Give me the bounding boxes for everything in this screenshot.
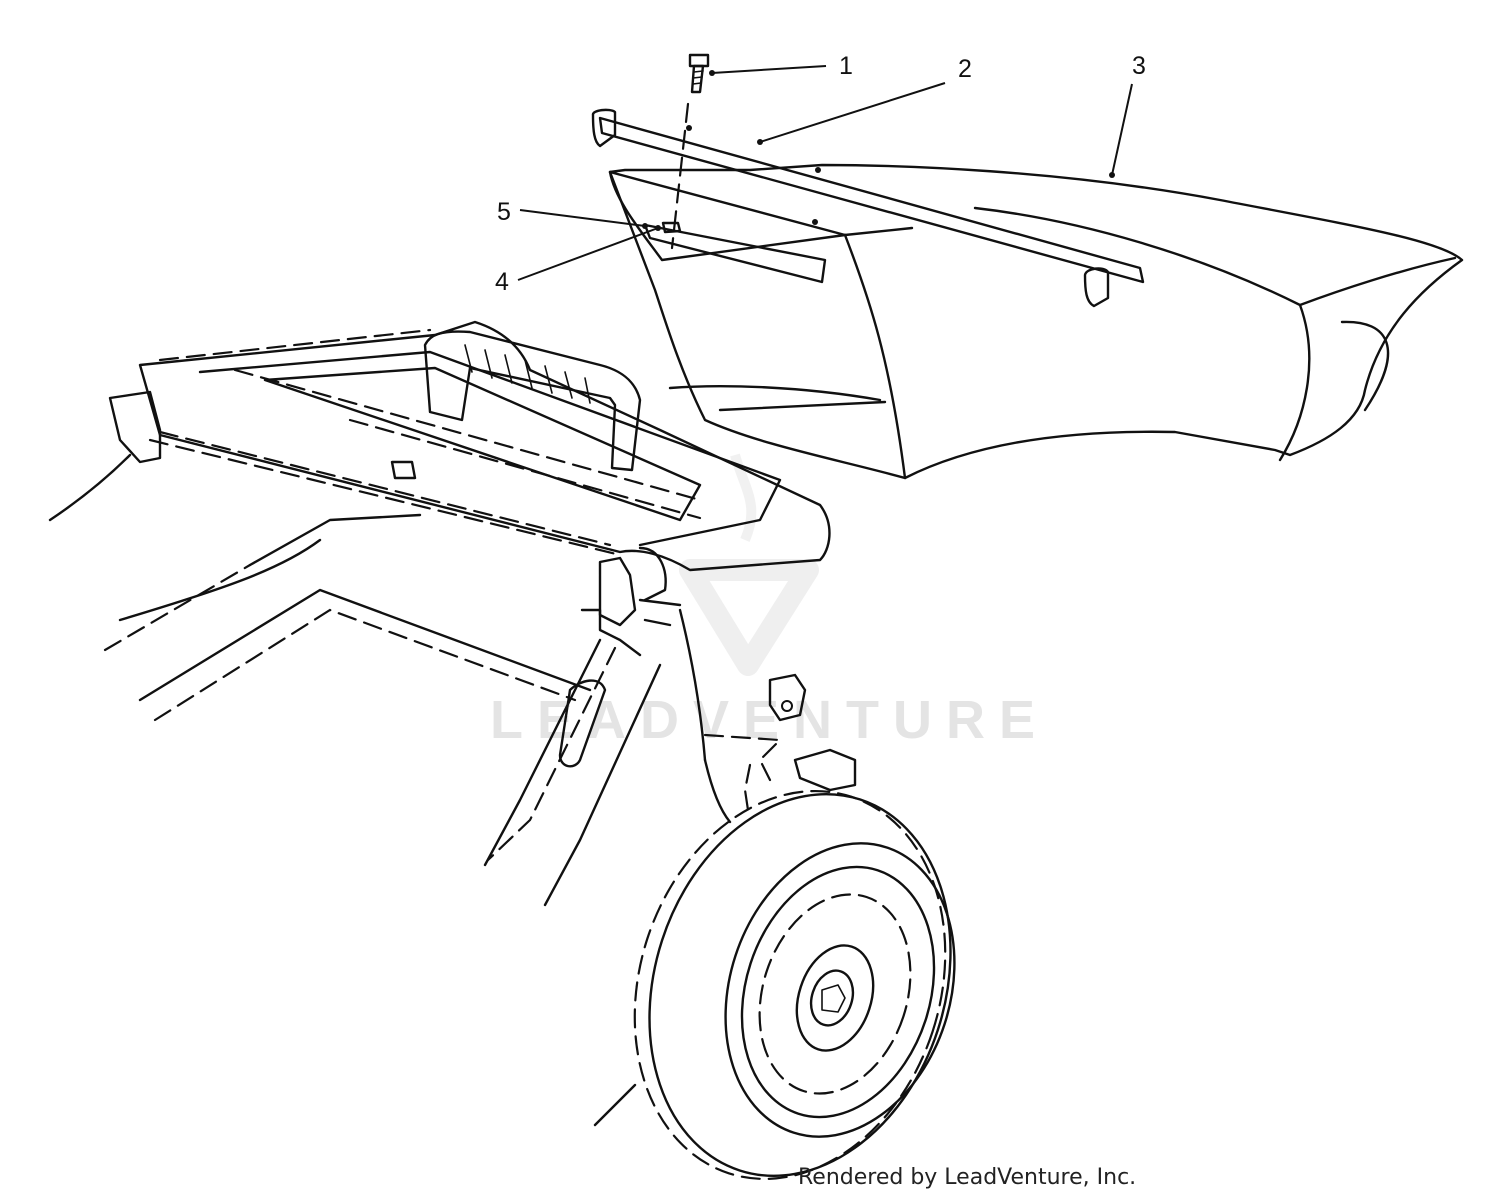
wheel: [593, 789, 956, 1181]
footer-credit: Rendered by LeadVenture, Inc.: [798, 1165, 1137, 1190]
watermark-text: LEADVENTURE: [490, 690, 1049, 750]
callout-3: 3: [1132, 52, 1146, 80]
left-bracket: [48, 390, 162, 522]
bag-frame-rail: [591, 108, 1145, 308]
watermark-logo: [679, 453, 819, 676]
callout-5: 5: [497, 198, 511, 226]
right-pivot-bracket: [580, 546, 682, 657]
callout-4: 4: [495, 268, 509, 296]
callout-2: 2: [958, 55, 972, 83]
lower-frame: [103, 513, 662, 907]
rear-bracket: [678, 608, 857, 824]
grass-bag: [608, 163, 1464, 480]
handle-assembly: [138, 320, 831, 572]
callout-1: 1: [839, 52, 853, 80]
bolt: [670, 53, 710, 250]
callout-leaders: [517, 65, 1133, 281]
strap: [643, 223, 827, 284]
